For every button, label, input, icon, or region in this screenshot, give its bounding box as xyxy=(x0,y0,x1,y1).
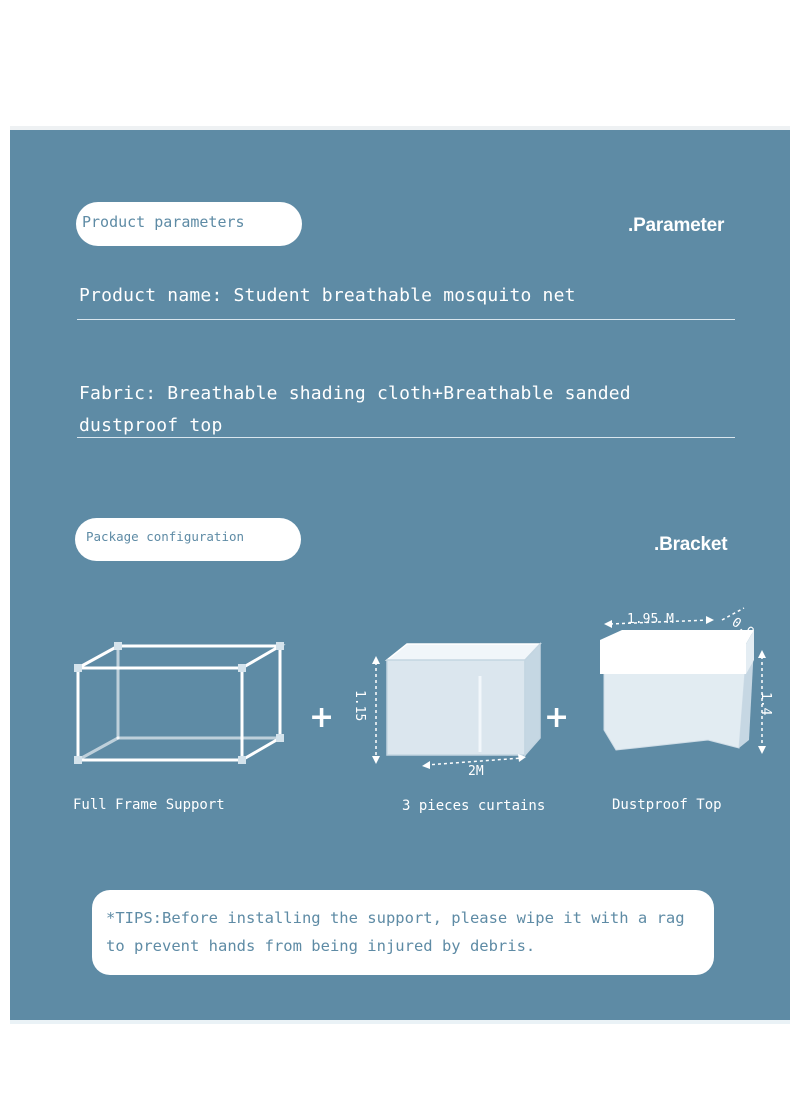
package-configuration-pill: Package configuration xyxy=(75,518,301,561)
top-depth-label: 0.9 xyxy=(729,615,757,641)
curtain-height-label-wrap: 1.15 xyxy=(352,690,367,721)
tips-text: *TIPS:Before installing the support, ple… xyxy=(106,909,685,955)
divider xyxy=(77,437,735,438)
plus-sign: + xyxy=(309,700,335,735)
product-parameters-label: Product parameters xyxy=(82,213,245,231)
fabric-text-line2: dustproof top xyxy=(79,415,223,436)
product-name-text: Product name: Student breathable mosquit… xyxy=(79,285,576,306)
curtain-height-label: 1.15 xyxy=(352,690,367,721)
frame-icon xyxy=(74,642,286,764)
top-depth-label-wrap: 0.9 xyxy=(729,615,757,641)
package-configuration-label: Package configuration xyxy=(86,529,245,544)
curtains-icon xyxy=(372,642,542,769)
plus-sign: + xyxy=(544,700,570,735)
bracket-heading: .Bracket xyxy=(654,534,728,555)
parameter-heading: .Parameter xyxy=(628,215,725,236)
curtain-width-label: 2M xyxy=(468,764,484,779)
curtains-caption: 3 pieces curtains xyxy=(402,798,546,814)
panel-bottom-edge xyxy=(10,1020,790,1024)
dustproof-top-caption: Dustproof Top xyxy=(612,797,722,813)
tips-box: *TIPS:Before installing the support, ple… xyxy=(92,890,714,975)
top-height-label-wrap: 1.4 xyxy=(758,692,773,716)
info-panel xyxy=(10,130,790,1020)
top-height-label: 1.4 xyxy=(758,692,773,716)
divider xyxy=(77,319,735,320)
product-parameters-pill: Product parameters xyxy=(76,202,302,246)
panel-top-edge xyxy=(10,126,790,130)
top-length-label: 1.95 M xyxy=(627,612,674,627)
dustproof-top-icon xyxy=(600,607,766,754)
fabric-text-line1: Fabric: Breathable shading cloth+Breatha… xyxy=(79,383,631,404)
full-frame-caption: Full Frame Support xyxy=(73,797,225,813)
